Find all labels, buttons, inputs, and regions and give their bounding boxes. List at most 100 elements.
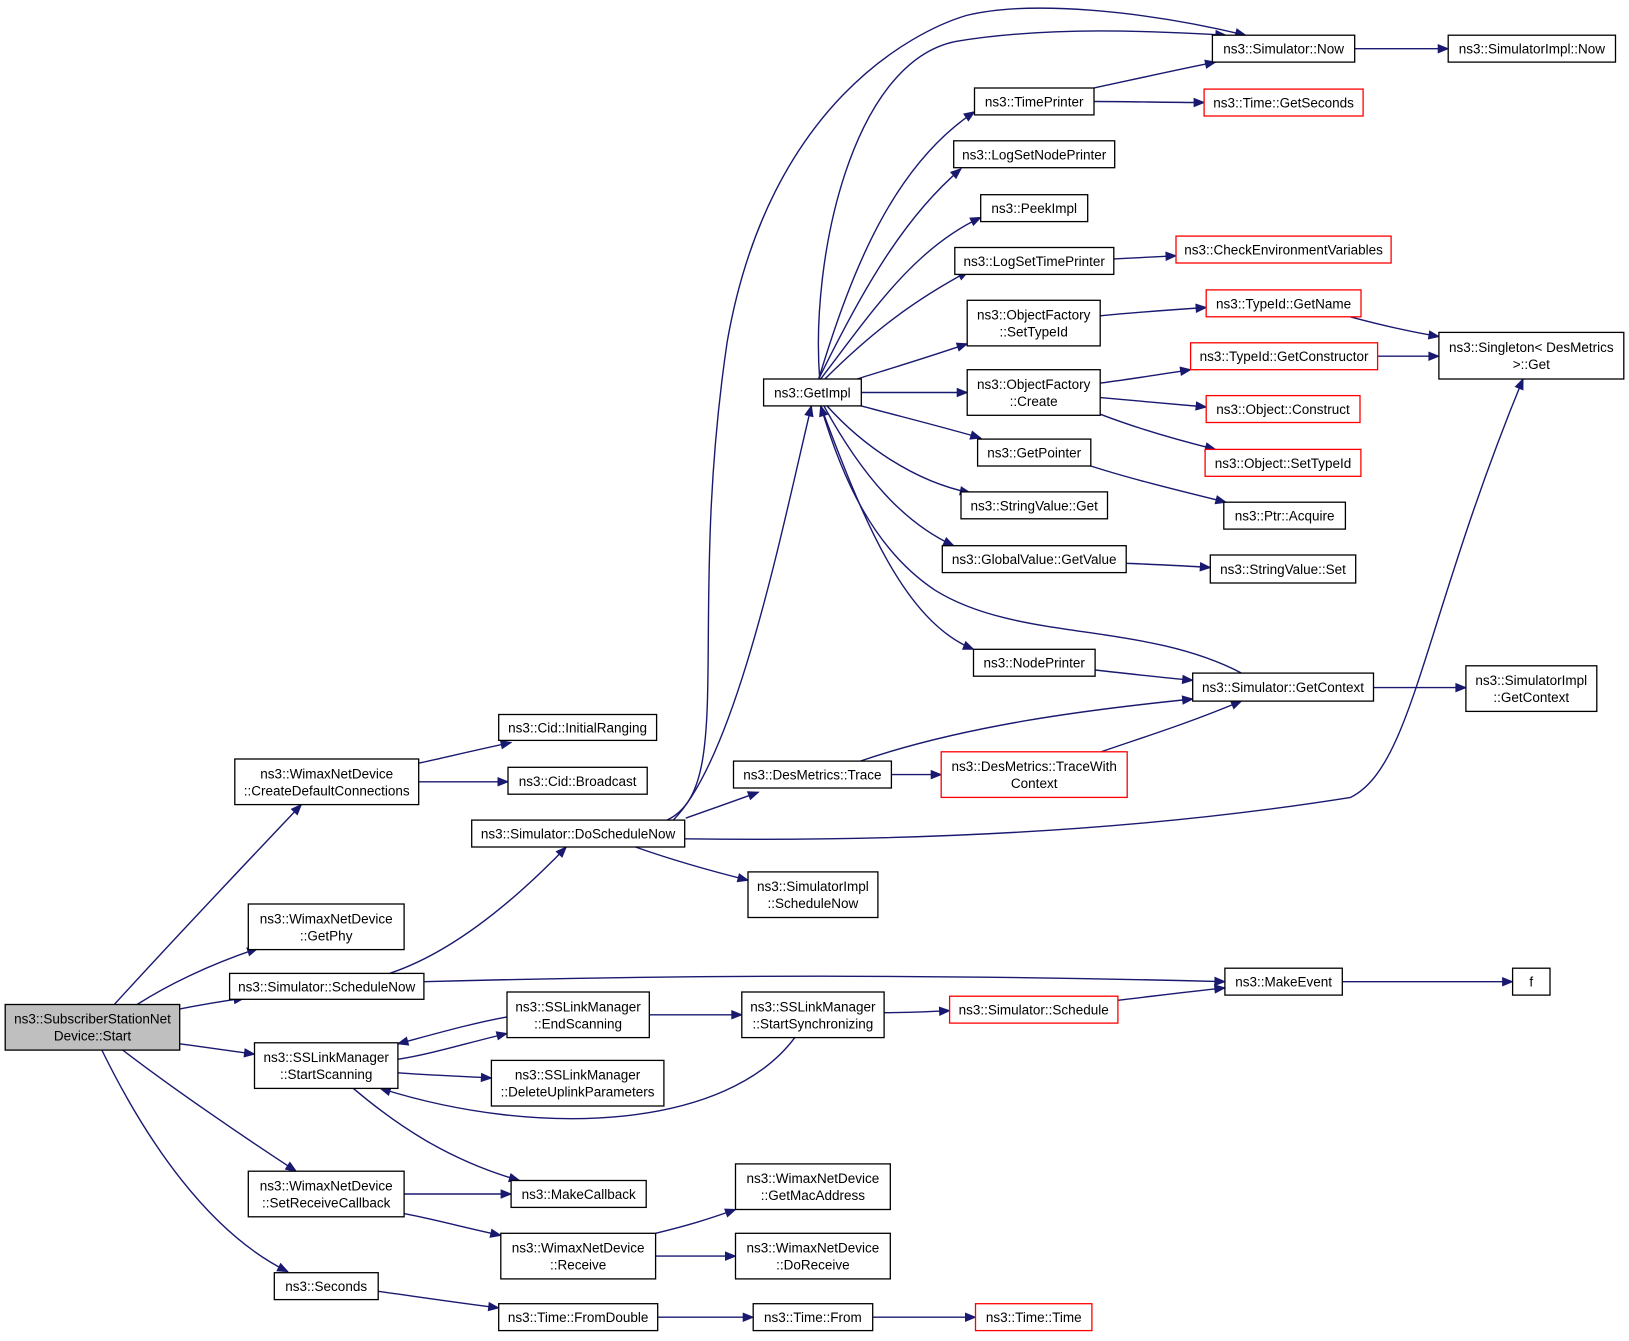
- node-make-event[interactable]: ns3::MakeEvent: [1224, 967, 1343, 996]
- node-box: [747, 871, 879, 919]
- node-object-set-type-id[interactable]: ns3::Object::SetTypeId: [1204, 448, 1362, 477]
- node-time-time[interactable]: ns3::Time::Time: [974, 1303, 1093, 1332]
- node-simulator-schedule[interactable]: ns3::Simulator::Schedule: [948, 995, 1119, 1024]
- node-do-schedule-now[interactable]: ns3::Simulator::DoScheduleNow: [471, 819, 686, 848]
- node-simulator-now[interactable]: ns3::Simulator::Now: [1211, 34, 1356, 63]
- node-simulator-impl-now[interactable]: ns3::SimulatorImpl::Now: [1447, 34, 1617, 63]
- node-string-value-set[interactable]: ns3::StringValue::Set: [1209, 554, 1357, 584]
- node-label: ns3::WimaxNetDevice: [260, 1179, 393, 1194]
- node-box: [953, 140, 1116, 169]
- arrowhead-icon: [965, 1312, 977, 1322]
- edge-get-impl-to-get-pointer: [861, 405, 982, 440]
- node-log-set-time-printer[interactable]: ns3::LogSetTimePrinter: [954, 246, 1115, 276]
- node-box: [1204, 448, 1362, 477]
- node-start-scanning[interactable]: ns3::SSLinkManager::StartScanning: [253, 1042, 399, 1090]
- arrowhead-icon: [1214, 976, 1227, 987]
- node-box: [490, 1059, 665, 1107]
- node-set-receive-callback[interactable]: ns3::WimaxNetDevice::SetReceiveCallback: [247, 1170, 405, 1218]
- node-seconds[interactable]: ns3::Seconds: [273, 1272, 379, 1301]
- edge-time-printer-to-simulator-now: [1093, 59, 1217, 89]
- node-check-environment-variables[interactable]: ns3::CheckEnvironmentVariables: [1175, 235, 1392, 264]
- node-end-scanning[interactable]: ns3::SSLinkManager::EndScanning: [506, 991, 650, 1039]
- edge-line: [397, 1032, 508, 1060]
- arrowhead-icon: [736, 873, 750, 883]
- arrowhead-icon: [1213, 984, 1227, 994]
- edge-line: [856, 343, 968, 380]
- arrowhead-icon: [731, 1010, 744, 1020]
- node-time-printer[interactable]: ns3::TimePrinter: [973, 87, 1095, 116]
- edge-simulator-now-to-simulator-impl-now: [1354, 43, 1450, 54]
- edge-line: [397, 1072, 492, 1079]
- node-node-printer[interactable]: ns3::NodePrinter: [972, 648, 1096, 677]
- edge-trace-with-context-to-simulator-get-context: [1100, 700, 1243, 753]
- call-edges: [101, 7, 1524, 1322]
- edge-des-metrics-trace-to-simulator-get-context: [859, 695, 1195, 762]
- node-label: ns3::DesMetrics::Trace: [743, 768, 881, 783]
- node-box: [973, 87, 1095, 116]
- node-make-callback[interactable]: ns3::MakeCallback: [510, 1179, 647, 1209]
- node-simulator-get-context[interactable]: ns3::Simulator::GetContext: [1192, 672, 1375, 702]
- node-object-factory-set-type-id[interactable]: ns3::ObjectFactory::SetTypeId: [966, 299, 1101, 347]
- node-box: [498, 713, 658, 742]
- node-f[interactable]: f: [1511, 967, 1551, 996]
- node-box: [734, 1232, 891, 1280]
- node-box: [752, 1303, 874, 1332]
- edge-get-impl-to-global-value-get-value: [823, 405, 955, 547]
- node-simulator-impl-get-context[interactable]: ns3::SimulatorImpl::GetContext: [1465, 665, 1598, 713]
- node-label: ns3::SSLinkManager: [264, 1050, 390, 1065]
- node-start-synchronizing[interactable]: ns3::SSLinkManager::StartSynchronizing: [741, 991, 885, 1039]
- edge-line: [378, 1290, 499, 1309]
- node-label: ::StartScanning: [280, 1067, 372, 1082]
- node-label: ns3::SSLinkManager: [515, 1068, 641, 1083]
- node-get-pointer[interactable]: ns3::GetPointer: [976, 438, 1092, 467]
- node-time-get-seconds[interactable]: ns3::Time::GetSeconds: [1203, 88, 1364, 117]
- node-create-default-connections[interactable]: ns3::WimaxNetDevice::CreateDefaultConnec…: [234, 758, 420, 806]
- node-get-phy[interactable]: ns3::WimaxNetDevice::GetPhy: [247, 903, 405, 951]
- node-cid-broadcast[interactable]: ns3::Cid::Broadcast: [507, 766, 648, 795]
- node-time-from[interactable]: ns3::Time::From: [752, 1303, 874, 1332]
- node-singleton-get[interactable]: ns3::Singleton< DesMetrics >::Get: [1438, 331, 1625, 380]
- node-box: [966, 299, 1101, 347]
- edge-line: [820, 216, 981, 380]
- node-get-impl[interactable]: ns3::GetImpl: [762, 378, 862, 407]
- node-label: ns3::LogSetNodePrinter: [962, 147, 1107, 162]
- node-label: ns3::GetImpl: [774, 386, 851, 401]
- node-log-set-node-printer[interactable]: ns3::LogSetNodePrinter: [953, 140, 1116, 169]
- edge-get-impl-to-peek-impl: [820, 216, 982, 380]
- node-delete-uplink-parameters[interactable]: ns3::SSLinkManager::DeleteUplinkParamete…: [490, 1059, 665, 1107]
- node-cid-initial-ranging[interactable]: ns3::Cid::InitialRanging: [498, 713, 658, 742]
- arrowhead-icon: [742, 1312, 755, 1322]
- node-type-id-get-name[interactable]: ns3::TypeId::GetName: [1205, 289, 1362, 318]
- edge-do-schedule-now-to-singleton-get: [684, 377, 1524, 841]
- node-from-double[interactable]: ns3::Time::FromDouble: [498, 1303, 659, 1332]
- node-label: ns3::WimaxNetDevice: [747, 1171, 880, 1186]
- node-box: [1209, 554, 1357, 584]
- node-box: [1192, 672, 1375, 702]
- node-label: >::Get: [1513, 357, 1550, 372]
- edge-from-double-to-time-from: [657, 1312, 755, 1322]
- node-object-construct[interactable]: ns3::Object::Construct: [1205, 394, 1361, 424]
- node-label: ns3::Seconds: [285, 1279, 367, 1294]
- node-box: [1224, 967, 1343, 996]
- node-box: [741, 991, 885, 1039]
- arrowhead-icon: [949, 167, 963, 180]
- node-des-metrics-trace[interactable]: ns3::DesMetrics::Trace: [732, 760, 893, 789]
- node-global-value-get-value[interactable]: ns3::GlobalValue::GetValue: [941, 545, 1127, 574]
- node-box: [762, 378, 862, 407]
- node-peek-impl[interactable]: ns3::PeekImpl: [980, 194, 1089, 223]
- edge-time-printer-to-time-get-seconds: [1093, 97, 1206, 108]
- node-string-value-get[interactable]: ns3::StringValue::Get: [960, 491, 1109, 520]
- edge-line: [859, 698, 1193, 762]
- node-get-mac-address[interactable]: ns3::WimaxNetDevice::GetMacAddress: [734, 1163, 891, 1211]
- node-simulator-impl-schedule-now[interactable]: ns3::SimulatorImpl::ScheduleNow: [747, 871, 879, 919]
- node-schedule-now[interactable]: ns3::Simulator::ScheduleNow: [228, 972, 425, 1000]
- node-receive[interactable]: ns3::WimaxNetDevice::Receive: [500, 1232, 657, 1280]
- edge-root-to-seconds: [101, 1049, 290, 1273]
- node-object-factory-create[interactable]: ns3::ObjectFactory::Create: [966, 369, 1101, 416]
- node-label: ns3::Simulator::DoScheduleNow: [481, 827, 676, 842]
- node-do-receive[interactable]: ns3::WimaxNetDevice::DoReceive: [734, 1232, 891, 1280]
- node-type-id-get-constructor[interactable]: ns3::TypeId::GetConstructor: [1189, 342, 1379, 371]
- node-ptr-acquire[interactable]: ns3::Ptr::Acquire: [1223, 501, 1347, 530]
